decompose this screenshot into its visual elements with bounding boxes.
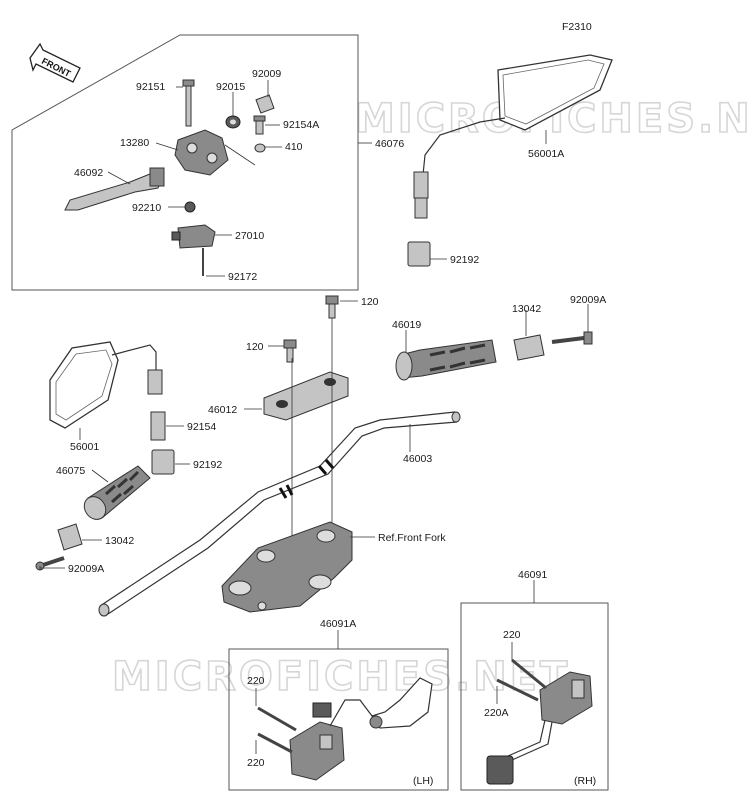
screw-220-lh-bottom: [257, 732, 293, 754]
label-46075: 46075: [56, 465, 85, 477]
lh-tag: (LH): [413, 775, 433, 787]
label-220-lh-bottom: 220: [247, 757, 265, 769]
screw-220-lh-top: [257, 706, 297, 732]
rh-switch-46091: [486, 671, 593, 785]
label-92009a-left: 92009A: [68, 563, 104, 575]
label-56001a: 56001A: [528, 148, 564, 160]
label-46076: 46076: [375, 138, 404, 150]
screw-92009a-top: [551, 331, 593, 345]
lh-switch-box: [228, 648, 449, 791]
adjuster-92009: [255, 94, 275, 114]
rh-tag: (RH): [574, 775, 596, 787]
label-56001: 56001: [70, 441, 99, 453]
nut-92210: [184, 201, 196, 213]
weight-13042-left: [57, 523, 83, 551]
label-92154: 92154: [187, 421, 216, 433]
bolt-92151: [182, 79, 195, 127]
label-ref-front-fork: Ref.Front Fork: [378, 532, 446, 544]
label-92009: 92009: [252, 68, 281, 80]
label-410: 410: [285, 141, 303, 153]
switch-27010: [171, 224, 216, 249]
label-92172: 92172: [228, 271, 257, 283]
clutch-lever-46092: [64, 167, 165, 211]
label-46091a: 46091A: [320, 618, 356, 630]
mirror-right-56001a: [413, 54, 613, 219]
lh-switch-46091a: [289, 677, 433, 781]
label-92015: 92015: [216, 81, 245, 93]
label-220a-rh: 220A: [484, 707, 509, 719]
label-220-rh: 220: [503, 629, 521, 641]
label-220-lh-top: 220: [247, 675, 265, 687]
watermark-bottom: MICROFICHES.NET: [112, 654, 570, 700]
label-92192-top: 92192: [450, 254, 479, 266]
washer-410: [254, 143, 266, 153]
mirror-left-56001: [49, 341, 163, 429]
label-92151: 92151: [136, 81, 165, 93]
label-120-top: 120: [361, 296, 379, 308]
figure-code: F2310: [562, 21, 592, 33]
label-120-left: 120: [246, 341, 264, 353]
label-13280: 13280: [120, 137, 149, 149]
spacer-92192-left: [151, 449, 175, 475]
label-92192-left: 92192: [193, 459, 222, 471]
grip-46075: [83, 465, 151, 520]
label-46012: 46012: [208, 404, 237, 416]
label-27010: 27010: [235, 230, 264, 242]
front-arrow-icon: FRONT: [29, 42, 81, 83]
grip-46019: [395, 339, 497, 381]
label-92210: 92210: [132, 202, 161, 214]
upper-clamp-46012: [263, 318, 349, 560]
label-46019: 46019: [392, 319, 421, 331]
handlebar-46003: [98, 411, 461, 617]
label-92154a: 92154A: [283, 119, 319, 131]
clutch-assembly-box: [11, 34, 359, 291]
spacer-92192-top: [407, 241, 431, 267]
adapter-92154: [150, 411, 166, 441]
label-46003: 46003: [403, 453, 432, 465]
screw-220-rh: [511, 658, 547, 690]
rh-switch-box: [460, 602, 609, 791]
label-13042-left: 13042: [105, 535, 134, 547]
screw-92154a: [253, 115, 266, 135]
label-13042-top: 13042: [512, 303, 541, 315]
lower-clamp-triple-tree: [221, 521, 353, 613]
weight-13042-top: [513, 334, 545, 361]
label-46092: 46092: [74, 167, 103, 179]
label-46091: 46091: [518, 569, 547, 581]
screw-220a-rh: [496, 678, 539, 702]
washer-92015: [225, 115, 241, 129]
lever-holder-13280: [174, 129, 256, 176]
bolt-120-left: [283, 339, 297, 363]
bolt-120-top: [325, 295, 339, 319]
label-92009a-top: 92009A: [570, 294, 606, 306]
